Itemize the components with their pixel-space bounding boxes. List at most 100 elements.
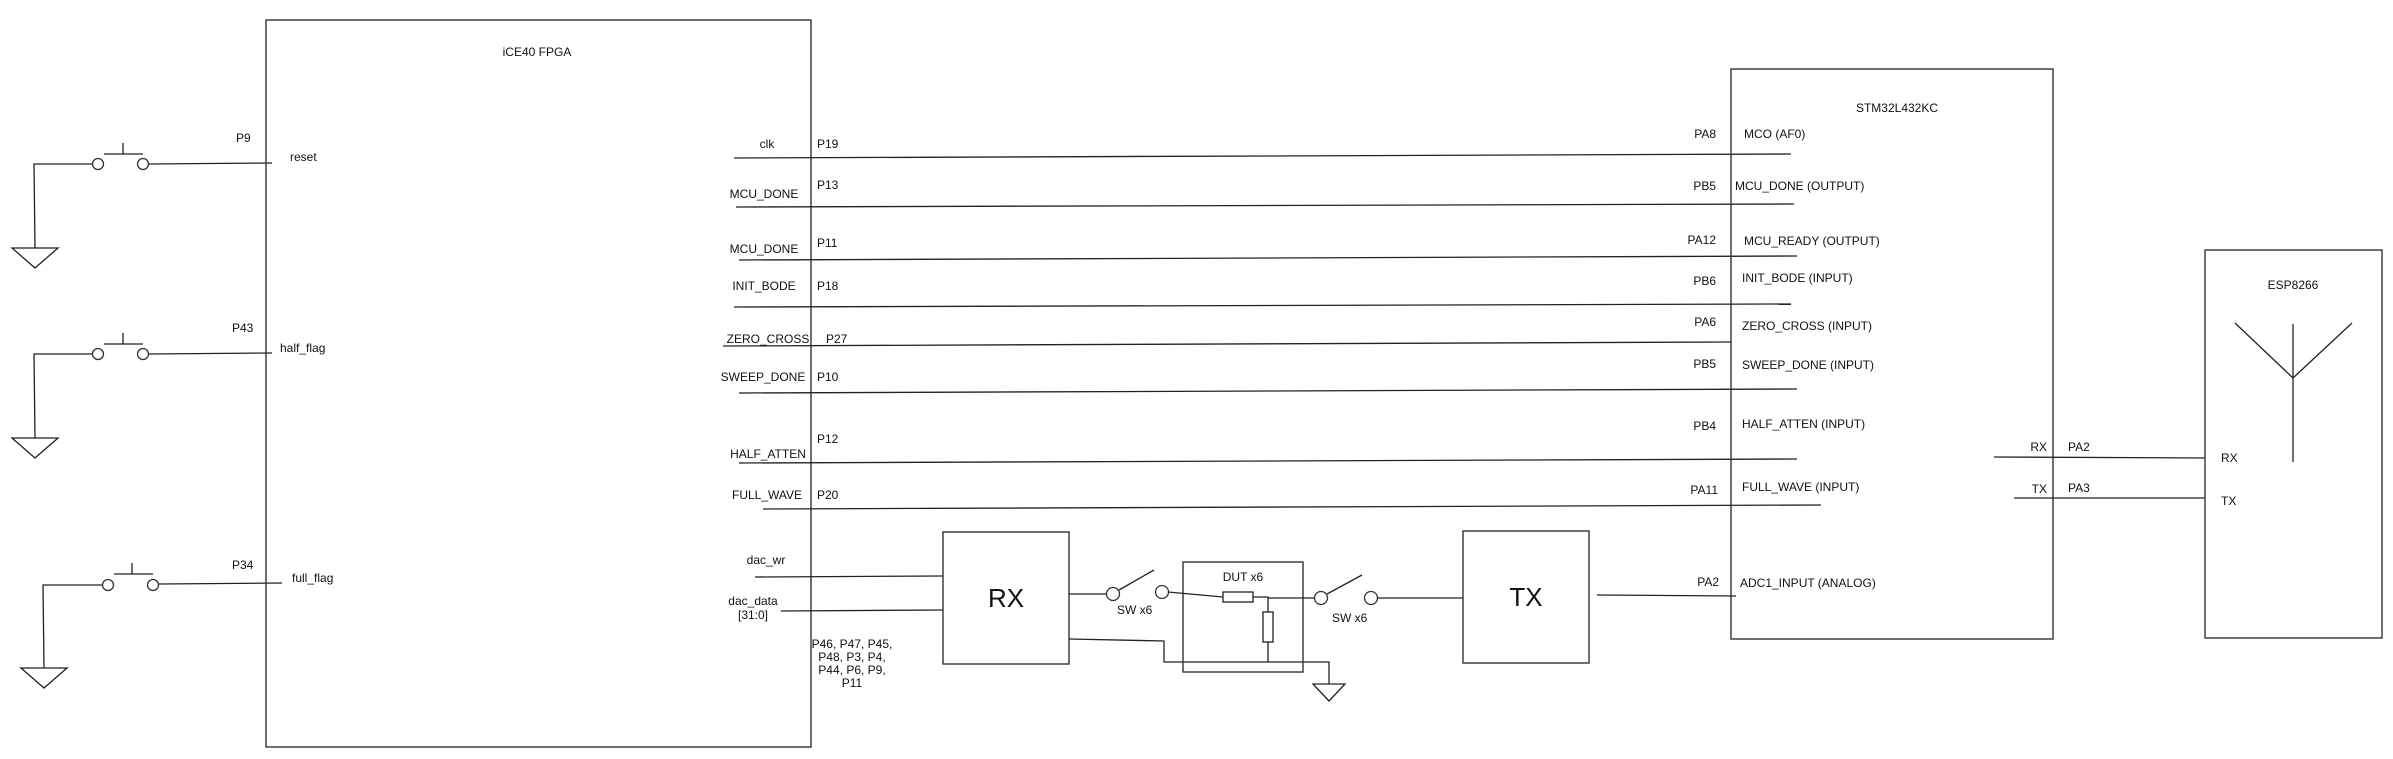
half-flag-switch[interactable] (10, 333, 273, 459)
wire-zero-cross[interactable] (722, 341, 1732, 347)
switch-label: SW x6 (1332, 611, 1368, 625)
signal-label: MCU_DONE (730, 242, 799, 256)
signal-label: FULL_WAVE (732, 488, 802, 502)
switch-terminal (91, 157, 105, 171)
signal-label: ZERO_CROSS (INPUT) (1742, 319, 1872, 333)
wire-dac-wr[interactable] (754, 575, 944, 578)
switch-terminal (136, 157, 150, 171)
ground-return-wire (1068, 638, 1330, 684)
svg-text:P44, P6, P9,: P44, P6, P9, (818, 663, 885, 677)
switch-1[interactable]: SW x6 (1069, 569, 1170, 617)
wire-sweep-done[interactable] (738, 388, 1798, 394)
signal-label: MCO (AF0) (1744, 127, 1805, 141)
shunt-resistor-icon (1262, 611, 1274, 643)
wire-uart-rx[interactable] (1993, 456, 2206, 459)
ground-icon (10, 437, 60, 459)
svg-text:P46, P47, P45,: P46, P47, P45, (812, 637, 893, 651)
signal-label: reset (290, 150, 317, 164)
switch-2[interactable]: SW x6 (1313, 574, 1464, 625)
stm32-block[interactable] (1730, 68, 2054, 640)
svg-text:P11: P11 (842, 676, 863, 690)
signal-label: ZERO_CROSS (727, 332, 810, 346)
esp-tx-label: TX (2221, 494, 2236, 508)
esp-rx-label: RX (2221, 451, 2238, 465)
wire-half-atten[interactable] (738, 458, 1798, 464)
antenna-icon (2234, 322, 2353, 462)
signal-label: SWEEP_DONE (INPUT) (1742, 358, 1874, 372)
signal-label: clk (760, 137, 776, 151)
uart-pin: PA2 (2068, 440, 2090, 454)
wire-mcu-ready[interactable] (738, 255, 1798, 261)
esp8266-block[interactable] (2204, 249, 2383, 639)
signal-label: MCU_READY (OUTPUT) (1744, 234, 1880, 248)
pin-label: P13 (817, 178, 839, 192)
switch-lever (1326, 574, 1363, 595)
wire-mcu-done[interactable] (735, 203, 1795, 208)
half-flag-wire (148, 352, 273, 355)
pin-label: PA8 (1694, 127, 1716, 141)
wire-clk[interactable] (733, 153, 1792, 159)
pin-label: PA2 (1697, 575, 1719, 589)
uart-pin: PA3 (2068, 481, 2090, 495)
pin-label: PA12 (1688, 233, 1717, 247)
full-flag-switch[interactable] (19, 563, 283, 689)
pin-label: PB5 (1693, 357, 1716, 371)
pin-label: P20 (817, 488, 839, 502)
reset-ground-wire (33, 163, 92, 249)
rx-block-label: RX (988, 583, 1024, 613)
signal-label: FULL_WAVE (INPUT) (1742, 480, 1859, 494)
fpga-block[interactable] (265, 19, 812, 748)
signal-label: MCU_DONE (730, 187, 799, 201)
switch-label: SW x6 (1117, 603, 1153, 617)
uart-label: RX (2030, 440, 2047, 454)
pin-label: P10 (817, 370, 839, 384)
signal-label: HALF_ATTEN (730, 447, 806, 461)
series-resistor-icon (1222, 591, 1254, 603)
pin-label: P11 (817, 236, 838, 250)
uart-wires: RX PA2 TX PA3 (1993, 440, 2206, 499)
dac-data-width: [31:0] (738, 608, 768, 622)
stm32-title: STM32L432KC (1856, 101, 1938, 115)
pin-label: P9 (236, 131, 251, 145)
dac-data-label: dac_data (728, 594, 778, 608)
pin-label: P19 (817, 137, 839, 151)
wire-full-wave[interactable] (762, 504, 1822, 510)
rx-block[interactable] (942, 531, 1070, 665)
pin-label: PB6 (1693, 274, 1716, 288)
pin-label: P27 (826, 332, 848, 346)
signal-label: SWEEP_DONE (721, 370, 806, 384)
wire-dac-data[interactable] (780, 609, 944, 612)
tx-block[interactable] (1462, 530, 1590, 664)
esp8266-title: ESP8266 (2268, 278, 2319, 292)
fpga-title: iCE40 FPGA (503, 45, 572, 59)
pin-label: P34 (232, 558, 254, 572)
stm32-pin-labels: PA8 MCO (AF0) PB5 MCU_DONE (OUTPUT) PA12… (1688, 127, 1880, 590)
tx-block-label: TX (1509, 582, 1542, 612)
signal-label: INIT_BODE (INPUT) (1742, 271, 1853, 285)
reset-switch[interactable] (10, 143, 273, 269)
reset-wire (148, 162, 273, 165)
fpga-stm32-wires (722, 153, 1822, 510)
ground-icon (1311, 683, 1347, 702)
uart-label: TX (2032, 482, 2047, 496)
dut-block[interactable] (1182, 561, 1304, 673)
dac-wr-label: dac_wr (747, 553, 786, 567)
ground-icon (10, 247, 60, 269)
pin-label: P12 (817, 432, 839, 446)
pin-label: PA6 (1694, 315, 1716, 329)
signal-label: MCU_DONE (OUTPUT) (1735, 179, 1864, 193)
full-flag-wire (158, 582, 283, 585)
fpga-right-labels: clk P19 MCU_DONE P13 MCU_DONE P11 INIT_B… (721, 137, 848, 502)
wire-adc[interactable] (1596, 594, 1737, 597)
signal-label: INIT_BODE (732, 279, 795, 293)
dac-pin-list: P46, P47, P45, P48, P3, P4, P44, P6, P9,… (812, 637, 893, 690)
pin-label: P43 (232, 321, 254, 335)
wire-init-bode[interactable] (733, 303, 1792, 308)
switch-lever (1118, 569, 1155, 591)
pin-label: PB4 (1693, 419, 1716, 433)
pin-label: PB5 (1693, 179, 1716, 193)
pin-label: P18 (817, 279, 839, 293)
signal-label: HALF_ATTEN (INPUT) (1742, 417, 1865, 431)
signal-label: full_flag (292, 571, 333, 585)
